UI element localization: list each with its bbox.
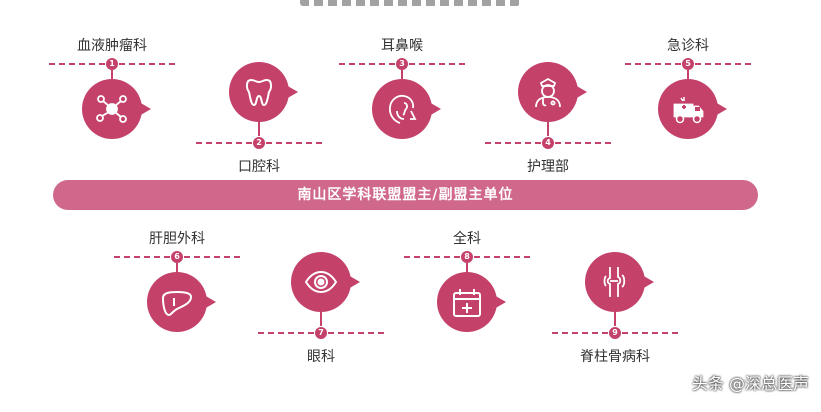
node-general-practice: 全科 8: [397, 228, 537, 388]
cropped-title-fragment: [300, 0, 520, 6]
node-bubble: [147, 272, 216, 332]
node-bubble: [82, 79, 151, 139]
connector: [687, 70, 689, 82]
node-ophthalmology: 7 眼科: [251, 252, 391, 412]
node-stomatology: 2 口腔科: [189, 62, 329, 222]
node-label: 急诊科: [667, 38, 709, 54]
connector: [401, 70, 403, 82]
node-number: 8: [461, 251, 473, 263]
watermark: 头条 @深总医声: [691, 374, 809, 393]
node-label: 脊柱骨病科: [580, 349, 650, 365]
node-number: 7: [315, 327, 327, 339]
connector: [176, 263, 178, 275]
node-bubble: [437, 272, 506, 332]
node-bubble: [291, 252, 360, 312]
node-number: 6: [171, 251, 183, 263]
connector: [320, 310, 322, 326]
node-number: 1: [106, 58, 118, 70]
bone-joint-icon: [603, 267, 626, 297]
node-label: 口腔科: [238, 159, 280, 175]
node-label: 耳鼻喉: [381, 38, 423, 54]
node-label: 肝胆外科: [149, 231, 205, 247]
node-number: 5: [682, 58, 694, 70]
connector: [466, 263, 468, 275]
tooth-icon: [245, 78, 273, 107]
node-hepatobiliary: 肝胆外科 6: [107, 228, 247, 388]
connector: [547, 120, 549, 136]
node-bubble: [229, 62, 298, 122]
node-number: 9: [609, 327, 621, 339]
connector: [111, 70, 113, 82]
alliance-banner: 南山区学科联盟盟主/副盟主单位: [53, 180, 758, 210]
node-label: 全科: [453, 231, 481, 247]
node-bubble: [518, 62, 587, 122]
node-bubble: [585, 252, 654, 312]
node-nursing: 4 护理部: [478, 62, 618, 222]
node-label: 护理部: [527, 159, 569, 175]
node-bubble: [372, 79, 441, 139]
node-number: 2: [253, 137, 265, 149]
node-blood-oncology: 血液肿瘤科 1: [42, 35, 182, 195]
node-label: 眼科: [307, 349, 335, 365]
nurse-icon: [535, 77, 561, 108]
node-number: 4: [542, 137, 554, 149]
medical-kit-icon: [453, 289, 481, 317]
node-bubble: [658, 79, 727, 139]
node-spine-orthopedics: 9 脊柱骨病科: [545, 252, 685, 412]
eye-icon: [304, 270, 338, 294]
node-ent: 耳鼻喉 3: [332, 35, 472, 195]
node-emergency: 急诊科 5: [618, 35, 758, 195]
ambulance-icon: [672, 97, 705, 124]
connector: [258, 120, 260, 136]
node-label: 血液肿瘤科: [77, 38, 147, 54]
blood-network-icon: [96, 95, 127, 123]
liver-icon: [161, 290, 193, 317]
ear-nose-throat-icon: [388, 94, 417, 124]
connector: [614, 310, 616, 326]
node-number: 3: [396, 58, 408, 70]
